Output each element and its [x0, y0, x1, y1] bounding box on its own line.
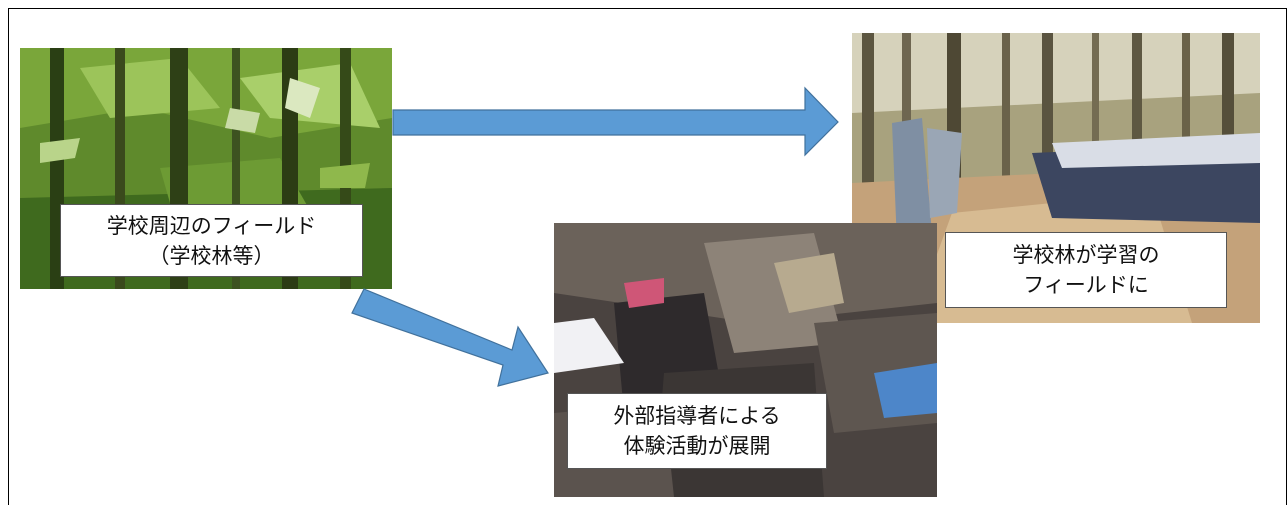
forest-caption-line-2: （学校林等） [148, 243, 275, 268]
arrow-right [392, 86, 839, 157]
forest-caption-line-1: 学校周辺のフィールド [106, 213, 317, 238]
school-forest-caption-line-1: 学校林が学習の [1012, 243, 1160, 267]
arrow-diagonal [351, 288, 549, 387]
activity-caption-line-2: 体験活動が展開 [623, 434, 771, 458]
activity-caption-line-1: 外部指導者による [613, 404, 781, 428]
school-forest-caption: 学校林が学習の フィールドに [945, 232, 1227, 308]
activity-photo [554, 223, 937, 497]
school-forest-caption-line-2: フィールドに [1023, 273, 1149, 297]
activity-caption: 外部指導者による 体験活動が展開 [567, 393, 827, 469]
forest-caption: 学校周辺のフィールド （学校林等） [60, 204, 363, 277]
